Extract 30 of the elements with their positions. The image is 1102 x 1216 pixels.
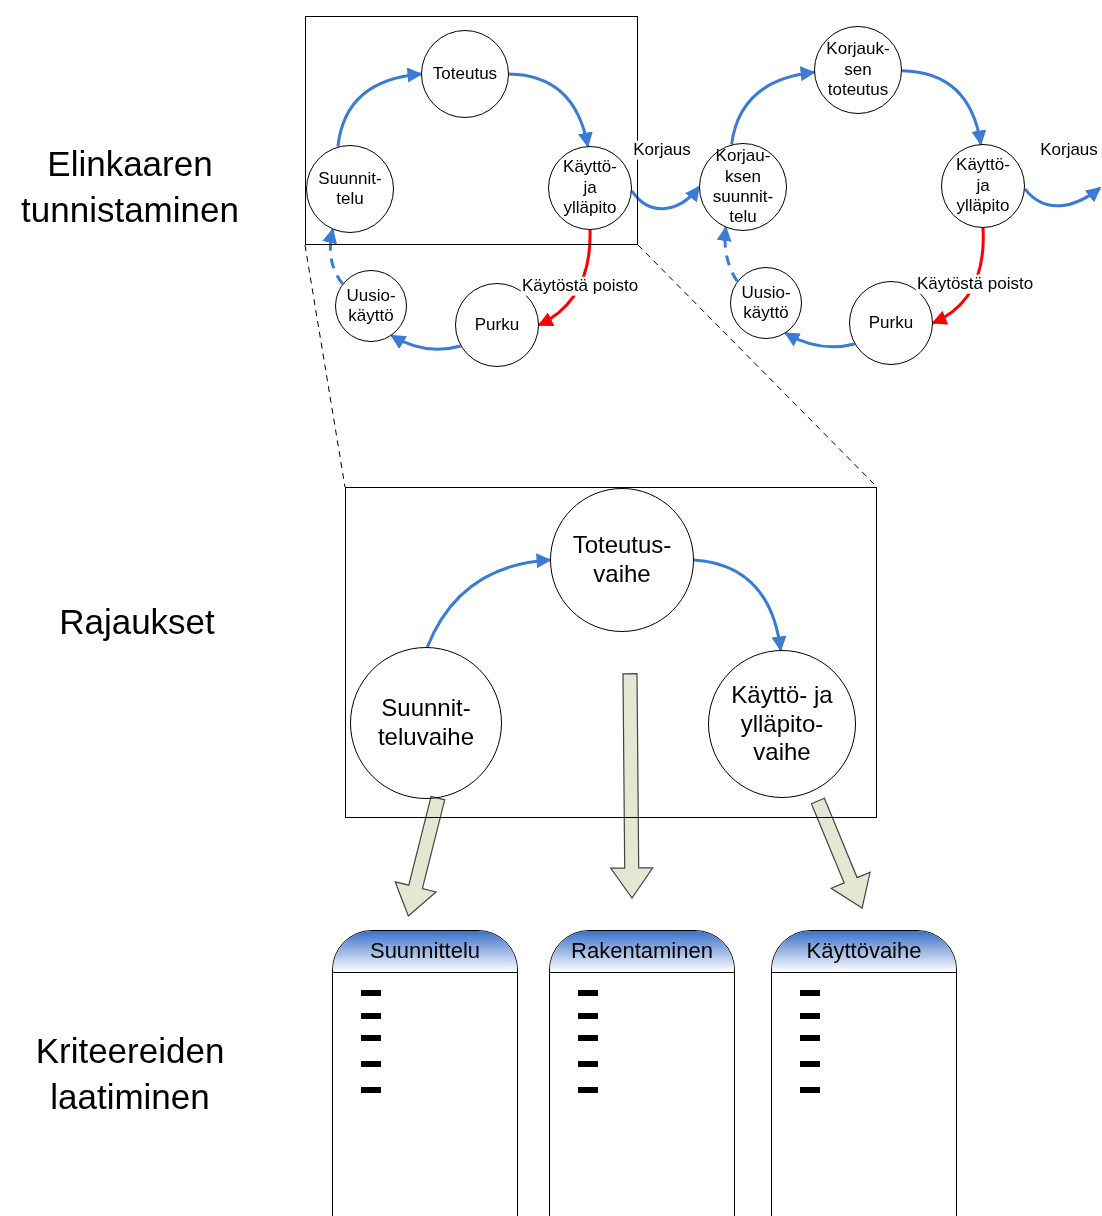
criteria-panel <box>771 930 957 1216</box>
arrow <box>336 68 423 147</box>
edge-label: Käytöstä poisto <box>520 276 640 296</box>
edge-label: Korjaus <box>632 140 692 160</box>
arrow <box>425 553 552 648</box>
block-arrow <box>810 797 871 909</box>
block-arrow <box>609 673 654 900</box>
arrow <box>693 558 786 652</box>
arrow <box>390 334 461 351</box>
arrow <box>322 228 344 285</box>
arrow <box>717 226 739 283</box>
panel-header: Suunnittelu <box>333 931 517 973</box>
criteria-panel <box>332 930 518 1216</box>
arrow <box>730 66 816 145</box>
scope-frame <box>345 487 877 818</box>
stage-label: Elinkaaren tunnistaminen <box>20 142 240 230</box>
stage-label: Kriteereiden laatiminen <box>34 1029 226 1117</box>
arrow <box>1023 186 1102 208</box>
edge-label: Korjaus <box>1039 140 1099 160</box>
arrow <box>630 185 701 211</box>
arrow <box>508 72 593 148</box>
dashed-zoom-line <box>304 244 346 488</box>
criteria-panel <box>549 930 735 1216</box>
panel-header: Käyttövaihe <box>772 931 956 973</box>
arrow <box>784 331 855 349</box>
edge-label: Käytöstä poisto <box>915 274 1035 294</box>
stage-label: Rajaukset <box>58 601 216 644</box>
block-arrow <box>394 795 446 917</box>
arrow <box>901 69 986 146</box>
panel-header: Rakentaminen <box>550 931 734 973</box>
